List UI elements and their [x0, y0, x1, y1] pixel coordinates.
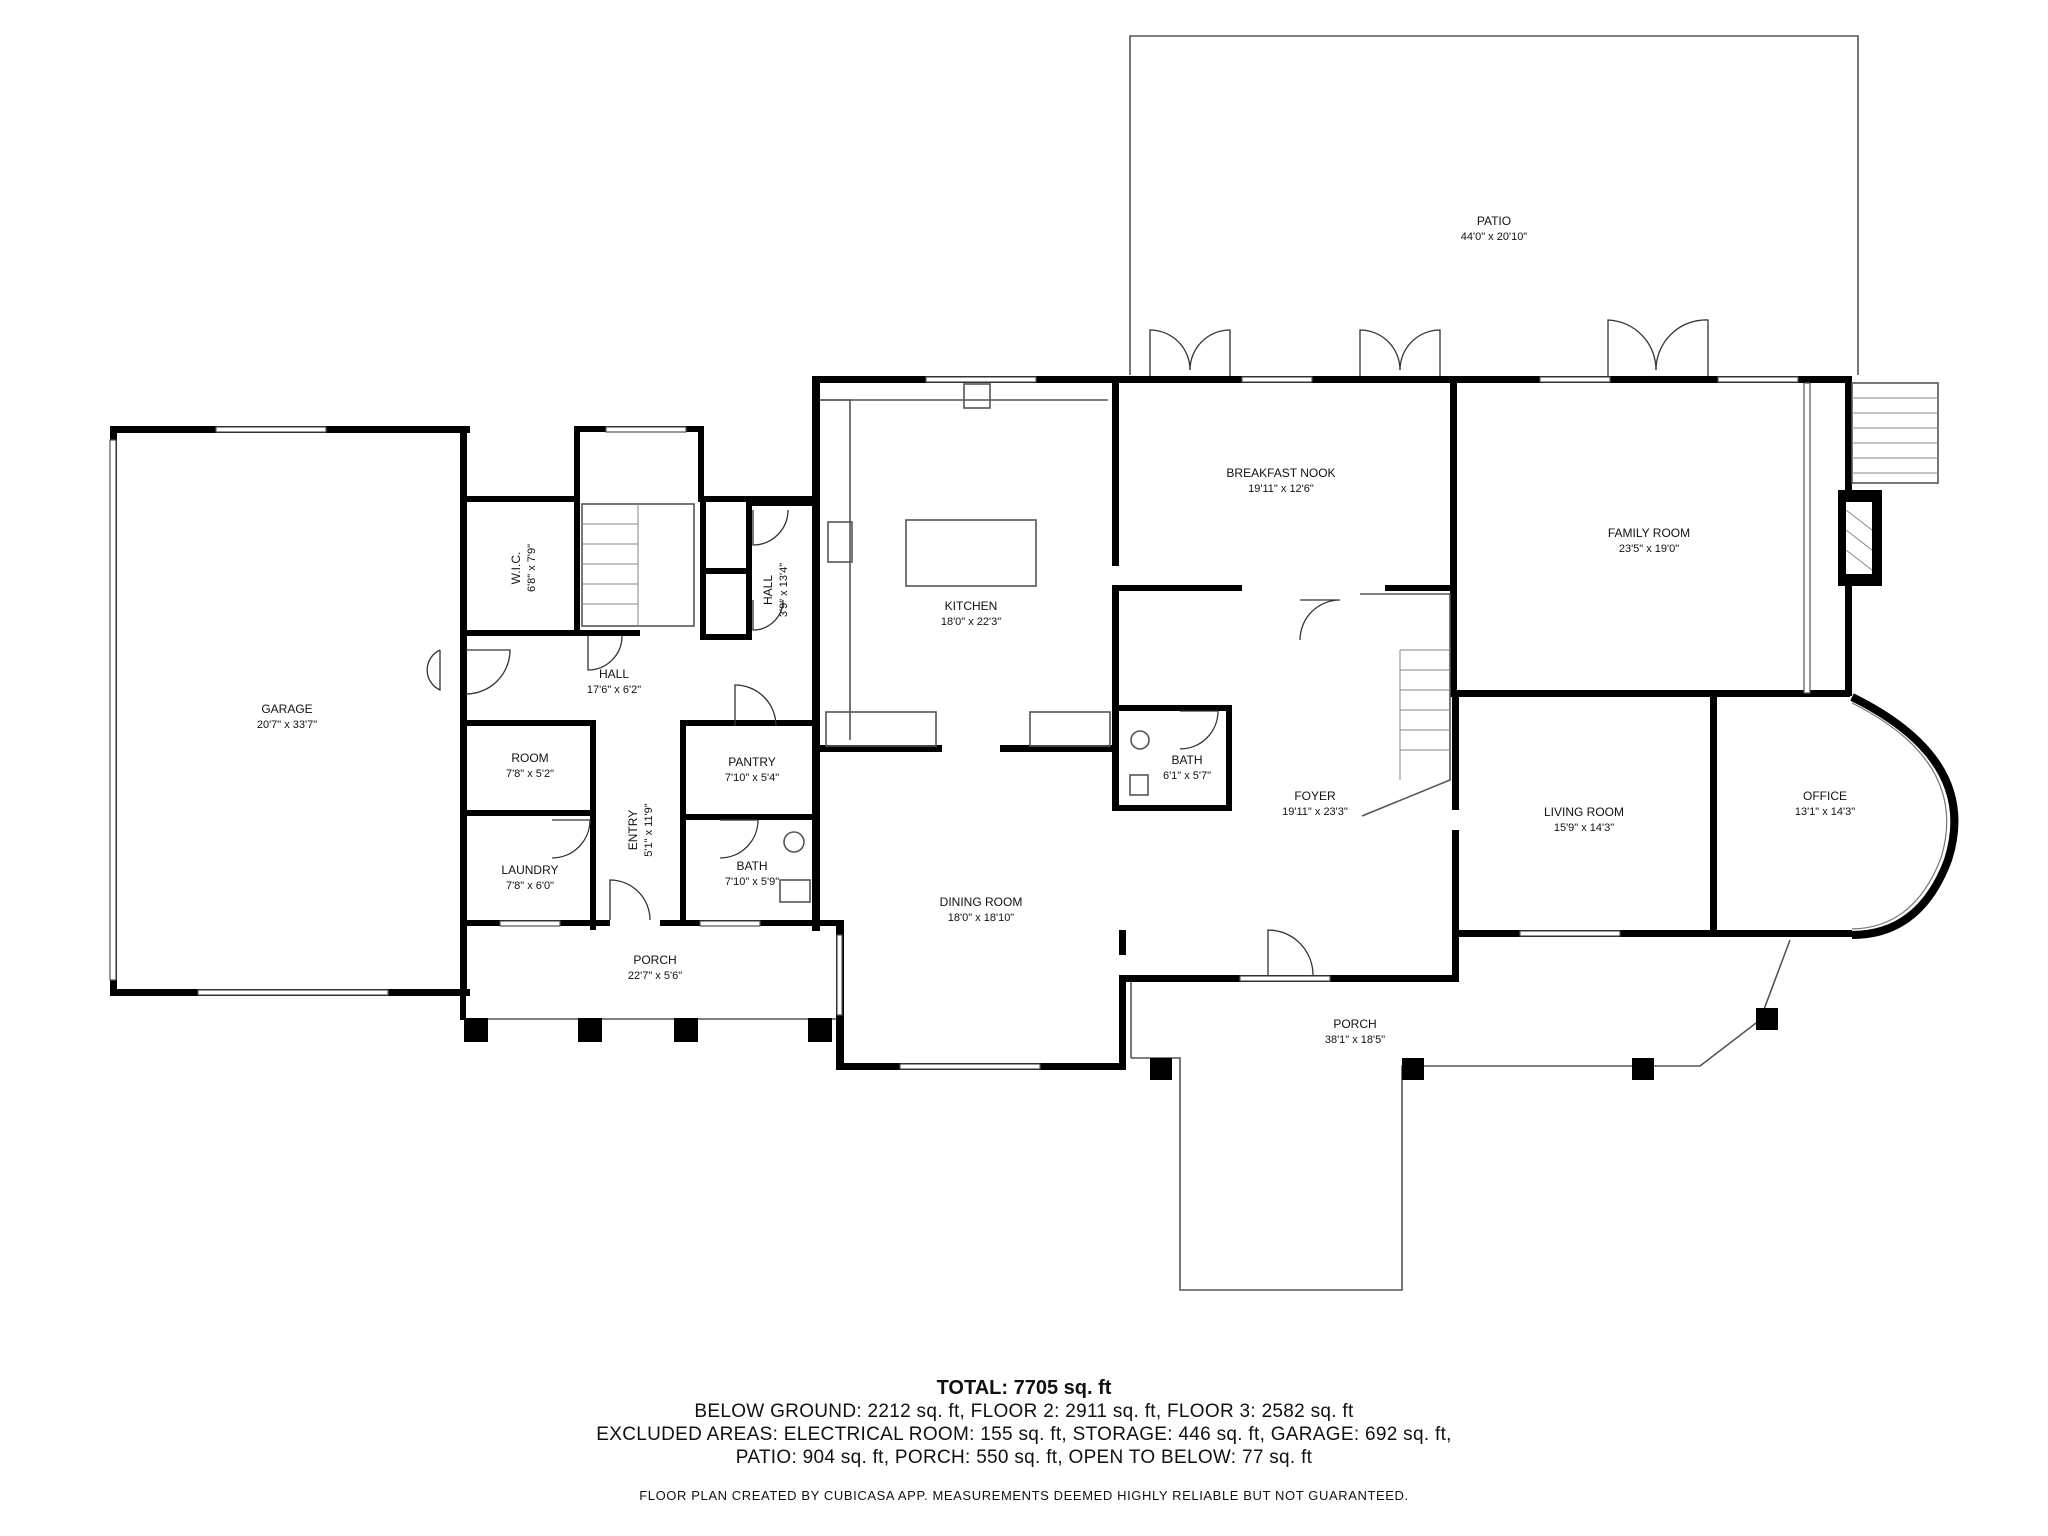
entry-dims: 5'1" x 11'9"	[643, 803, 655, 856]
living-room-name: LIVING ROOM	[1544, 805, 1624, 819]
area-summary: TOTAL: 7705 sq. ft BELOW GROUND: 2212 sq…	[0, 1376, 2048, 1469]
hall-main-dims: 17'6" x 6'2"	[587, 684, 641, 696]
dining-room-dims: 18'0" x 18'10"	[948, 912, 1015, 924]
disclaimer: FLOOR PLAN CREATED BY CUBICASA APP. MEAS…	[639, 1488, 1409, 1503]
total-area: TOTAL: 7705 sq. ft	[936, 1377, 1112, 1399]
kitchen-fixtures	[820, 383, 1111, 747]
bath-left-dims: 7'10" x 5'9"	[725, 876, 779, 888]
room-name: ROOM	[511, 751, 548, 765]
pantry-dims: 7'10" x 5'4"	[725, 772, 779, 784]
hall-main-name: HALL	[599, 667, 629, 681]
kitchen-dims: 18'0" x 22'3"	[941, 616, 1001, 628]
bath-fixtures	[779, 730, 1150, 903]
walls	[110, 376, 1852, 1080]
room-dims: 7'8" x 5'2"	[506, 768, 554, 780]
office-dims: 13'1" x 14'3"	[1795, 806, 1855, 818]
breakfast-nook-name: BREAKFAST NOOK	[1226, 466, 1335, 480]
foyer-name: FOYER	[1294, 789, 1336, 803]
porch-front-name: PORCH	[1333, 1017, 1376, 1031]
area-breakdown-line-1: BELOW GROUND: 2212 sq. ft, FLOOR 2: 2911…	[694, 1401, 1354, 1422]
garage-dims: 20'7" x 33'7"	[257, 719, 317, 731]
garage-name: GARAGE	[261, 702, 312, 716]
patio-name: PATIO	[1477, 214, 1511, 228]
pantry-name: PANTRY	[728, 755, 776, 769]
hall-small-dims: 3'9" x 13'4"	[778, 563, 790, 617]
porch-left-name: PORCH	[633, 953, 676, 967]
interior-doors	[426, 509, 1341, 976]
wic-dims: 6'8" x 7'9"	[526, 544, 538, 592]
porch-left-dims: 22'7" x 5'6"	[628, 970, 682, 982]
fireplace	[1838, 490, 1882, 586]
patio-outline	[1129, 35, 1859, 375]
bath-small-dims: 6'1" x 5'7"	[1163, 770, 1211, 782]
windows	[109, 376, 1811, 1070]
wic-name: W.I.C.	[509, 552, 523, 585]
kitchen-name: KITCHEN	[945, 599, 998, 613]
hall-small-name: HALL	[761, 575, 775, 605]
dining-room-name: DINING ROOM	[940, 895, 1023, 909]
front-porch-outline	[1130, 939, 1791, 1291]
office-bay	[1850, 693, 1959, 939]
area-breakdown-line-2: EXCLUDED AREAS: ELECTRICAL ROOM: 155 sq.…	[596, 1424, 1452, 1445]
room-labels: PATIO 44'0" x 20'10" GARAGE 20'7" x 33'7…	[257, 214, 1855, 1046]
office-name: OFFICE	[1803, 789, 1847, 803]
laundry-dims: 7'8" x 6'0"	[506, 880, 554, 892]
foyer-dims: 19'11" x 23'3"	[1282, 806, 1348, 818]
entry-name: ENTRY	[626, 810, 640, 850]
family-room-name: FAMILY ROOM	[1608, 526, 1690, 540]
patio-dims: 44'0" x 20'10"	[1461, 231, 1528, 243]
porch-front-dims: 38'1" x 18'5"	[1325, 1034, 1385, 1046]
area-breakdown-line-3: PATIO: 904 sq. ft, PORCH: 550 sq. ft, OP…	[735, 1447, 1313, 1468]
laundry-name: LAUNDRY	[501, 863, 558, 877]
bath-small-name: BATH	[1171, 753, 1202, 767]
stairs	[581, 503, 1451, 817]
family-room-dims: 23'5" x 19'0"	[1619, 543, 1679, 555]
bath-left-name: BATH	[736, 859, 767, 873]
deck-stairs	[1851, 382, 1939, 484]
living-room-dims: 15'9" x 14'3"	[1554, 822, 1614, 834]
patio-doors	[1149, 319, 1709, 376]
breakfast-nook-dims: 19'11" x 12'6"	[1248, 483, 1314, 495]
